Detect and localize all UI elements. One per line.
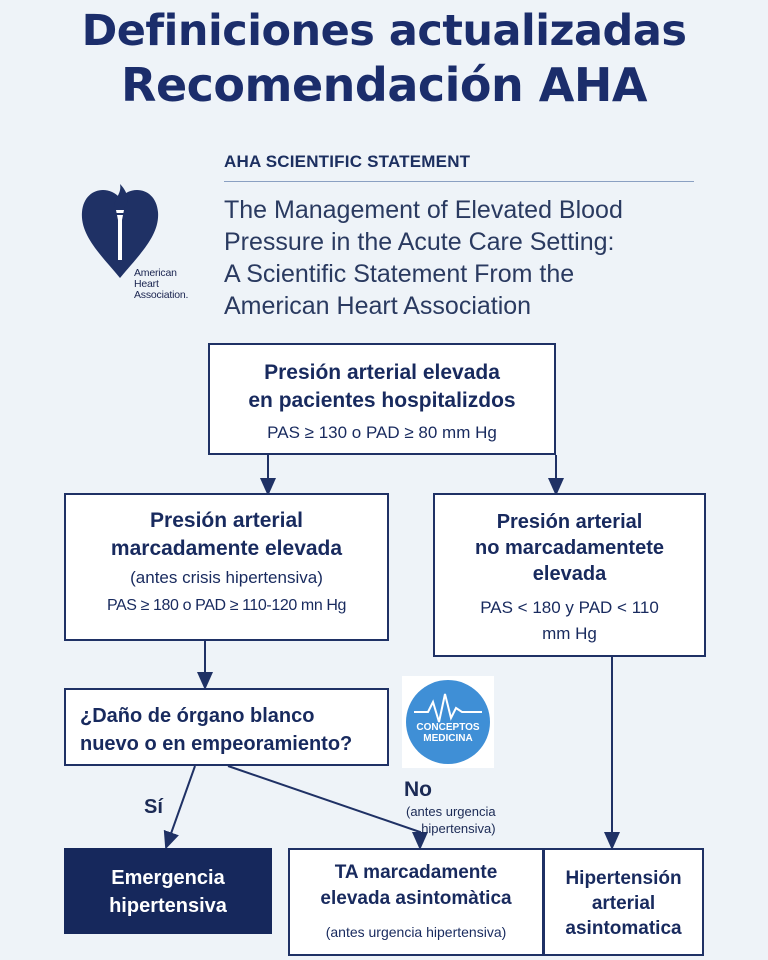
box-asymptomatic-hypertension: Hipertensión arterial asintomatica <box>544 848 704 956</box>
aha-logo-wordmark: American Heart Association. <box>134 267 189 301</box>
box-asymptomatic-markedly-elevated: TA marcadamente elevada asintomàtica (an… <box>288 848 544 956</box>
box-not-markedly-elevated-bp: Presión arterial no marcadamentete eleva… <box>433 493 706 657</box>
branch-label-yes: Sí <box>144 796 163 818</box>
title-line-2: Recomendación AHA <box>121 58 647 112</box>
box-markedly-elevated-bp: Presión arterial marcadamente elevada (a… <box>64 493 389 641</box>
branch-label-no: No <box>404 778 432 801</box>
conceptos-medicina-badge-icon <box>402 676 494 768</box>
statement-title: The Management of Elevated Blood Pressur… <box>224 196 623 320</box>
box-hypertensive-emergency: Emergencia hipertensiva <box>64 848 272 934</box>
badge-text: CONCEPTOS MEDICINA <box>416 722 480 744</box>
statement-divider <box>224 181 694 182</box>
arrow-no <box>227 765 428 850</box>
aha-heart-torch-logo <box>81 184 159 278</box>
branch-label-no-note: (antes urgencia hipertensiva) <box>406 804 496 836</box>
box-target-organ-damage-question: ¿Daño de órgano blanco nuevo o en empeor… <box>64 688 389 766</box>
statement-label: AHA SCIENTIFIC STATEMENT <box>224 152 471 171</box>
title-line-1: Definiciones actualizadas <box>81 6 687 56</box>
box-elevated-bp-hospitalized: Presión arterial elevada en pacientes ho… <box>208 343 556 455</box>
arrow-yes <box>163 765 196 850</box>
